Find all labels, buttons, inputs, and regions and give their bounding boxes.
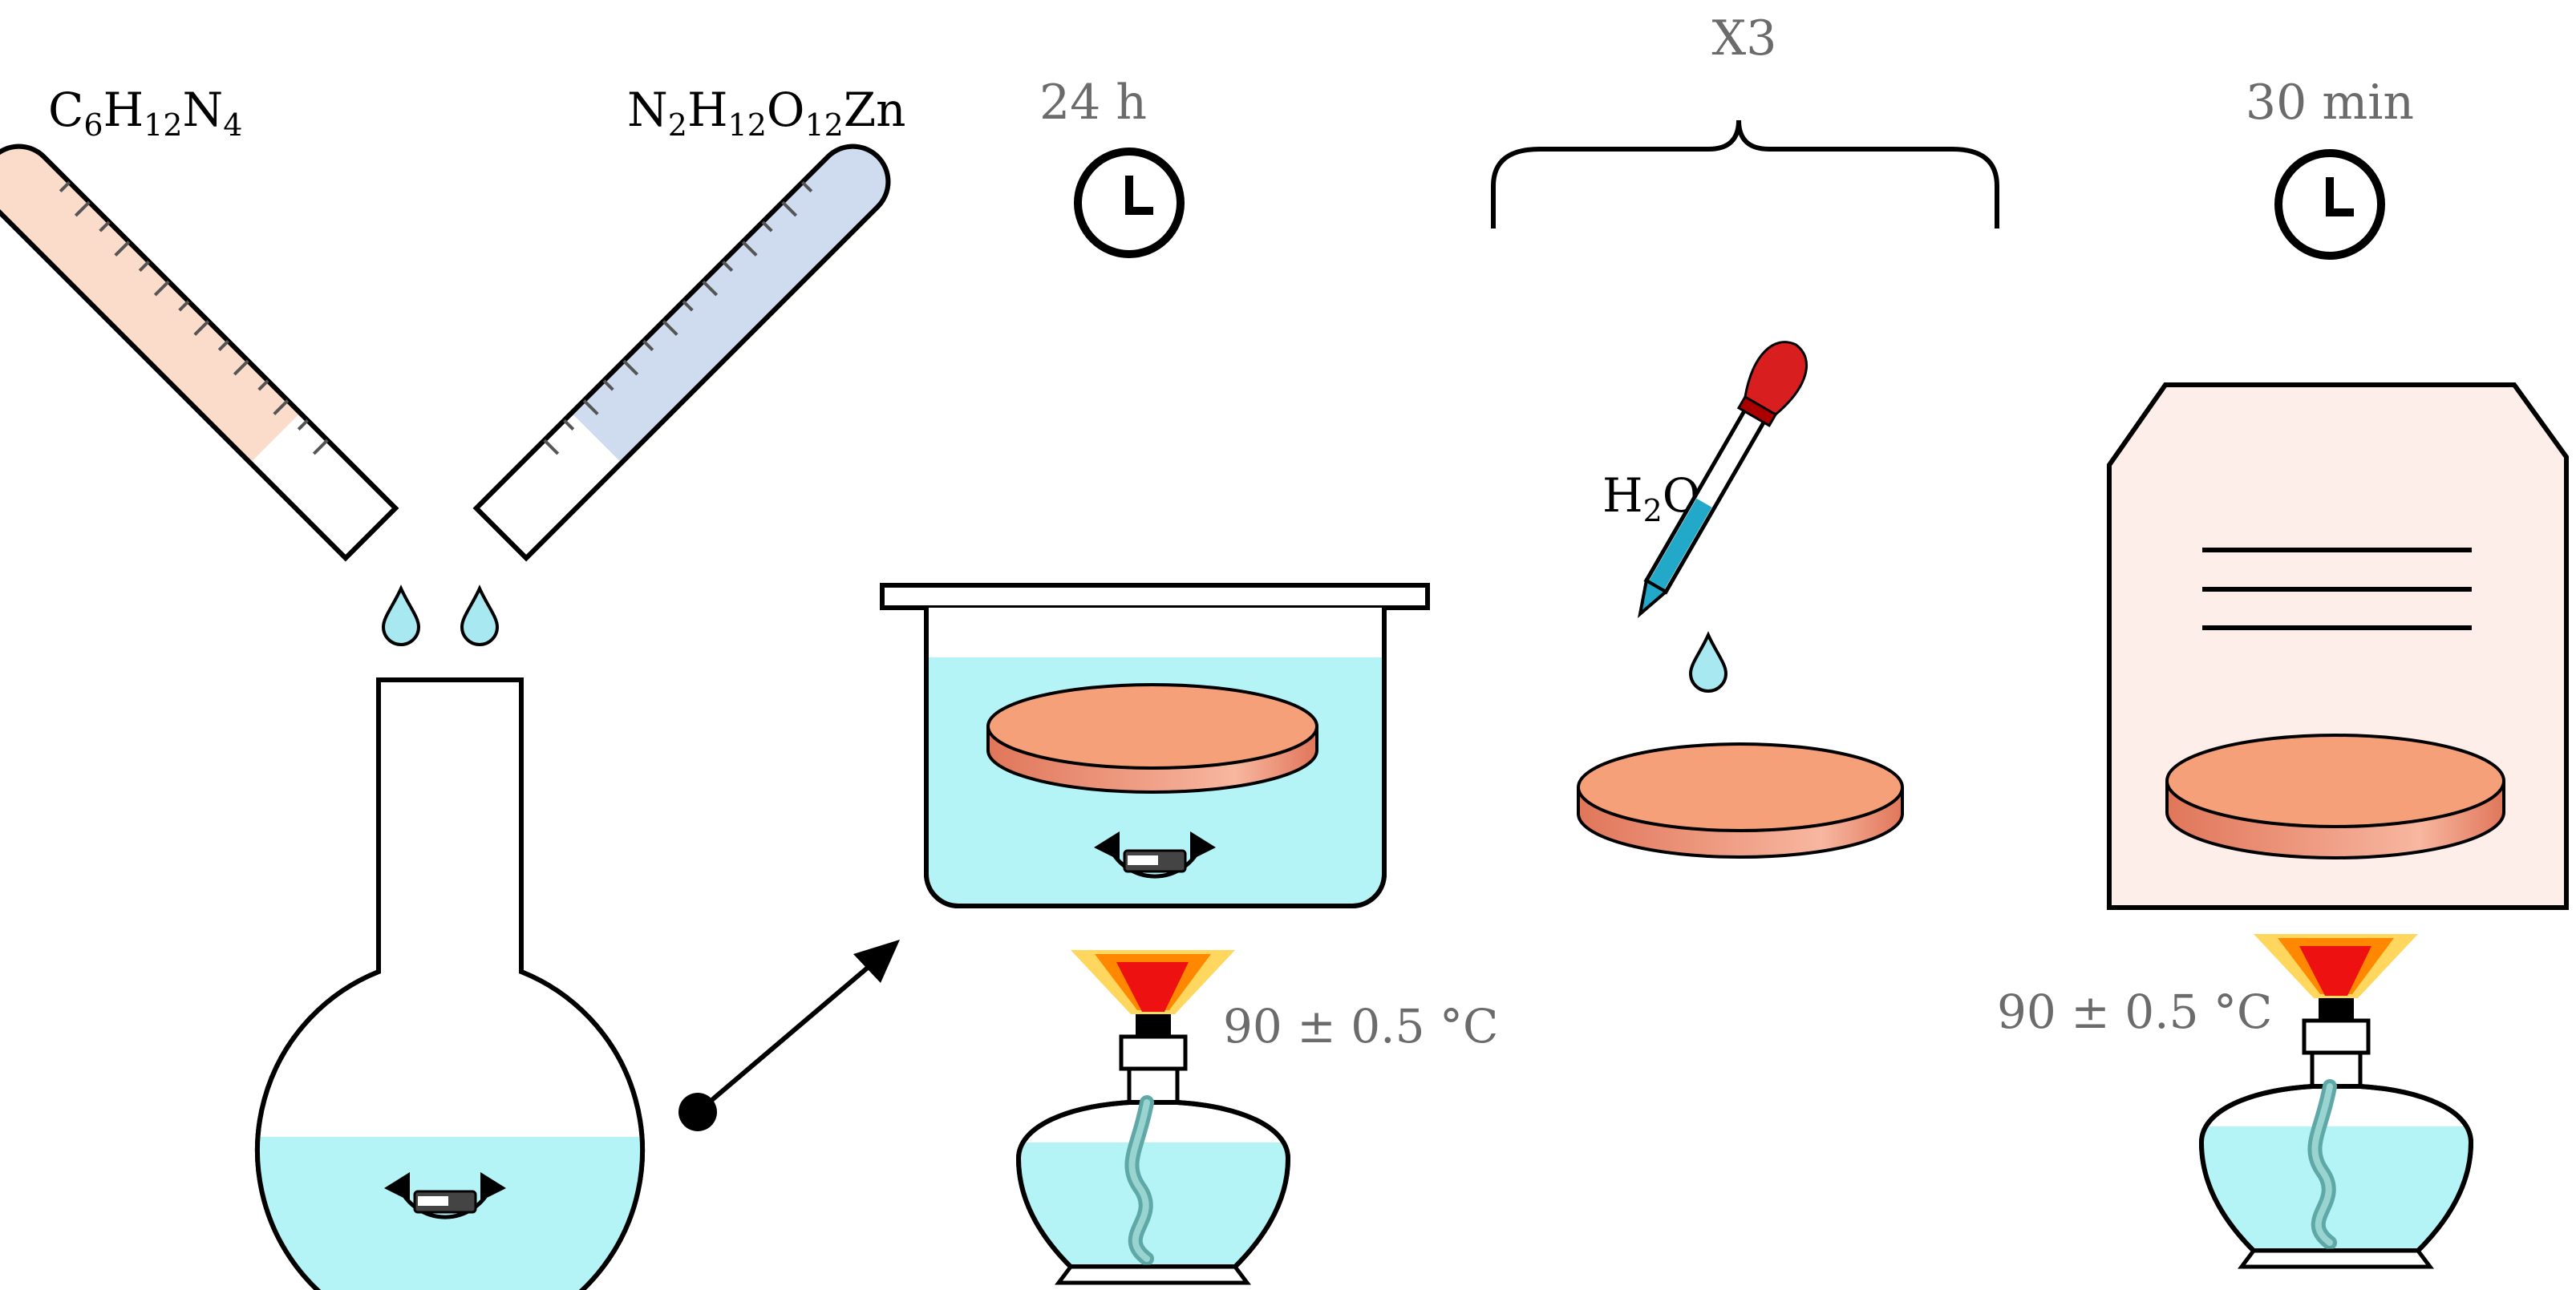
repeat-label: X3 [1712, 10, 1777, 67]
oven-temperature-label: 90 ± 0.5 °C [1997, 985, 2272, 1039]
disk-in-bath [986, 683, 1318, 794]
test-tube-left [0, 144, 399, 562]
reagent-right-formula: N2H12O12Zn [627, 83, 905, 143]
bath-temperature-label: 90 ± 0.5 °C [1223, 999, 1498, 1053]
reagent-left-formula: C6H12N4 [48, 83, 242, 143]
dry-time-label: 30 min [2246, 75, 2414, 131]
round-bottom-flask [255, 677, 645, 1290]
clock-icon [2278, 153, 2381, 256]
drop-left [382, 587, 420, 646]
test-tube-right [472, 144, 891, 562]
process-arrow [678, 940, 900, 1131]
repeat-brace [1491, 119, 1999, 228]
water-drop [1689, 633, 1727, 693]
dropper [1637, 341, 1808, 619]
disk-drying [2165, 734, 2505, 859]
alcohol-burner-oven [2198, 934, 2474, 1269]
disk-washing [1577, 742, 1904, 859]
stir-time-label: 24 h [1039, 75, 1147, 131]
drop-right [460, 587, 499, 646]
alcohol-burner-bath [1015, 950, 1291, 1285]
clock-icon [1078, 152, 1181, 254]
